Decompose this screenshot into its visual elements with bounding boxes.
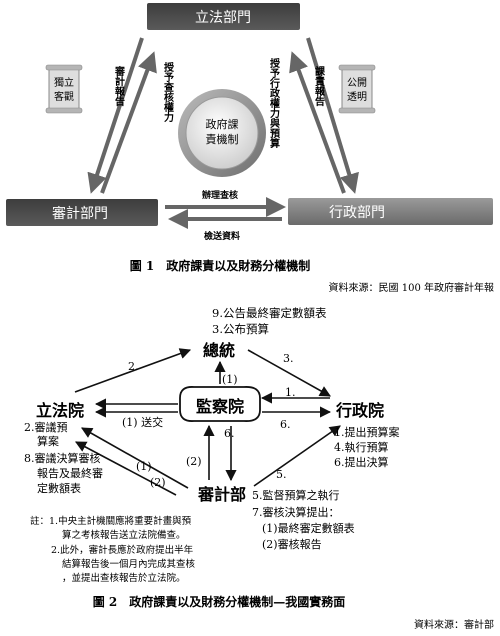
footnote-line: 結算報告後一個月內完成其查核 — [62, 558, 196, 570]
node-control-yuan: 監察院 — [196, 397, 244, 416]
note-3pub: 3.公布預算 — [212, 322, 269, 336]
leg-item: 算案 — [37, 434, 59, 448]
executive-items: 1.提出預算案 4.執行預算 6.提出決算 — [334, 425, 400, 469]
arrow-audit-report — [87, 37, 144, 194]
exec-item: 6.提出決算 — [334, 455, 389, 469]
label-audit-check: 辦理查核 — [202, 189, 238, 201]
paren-1-top: (1) — [222, 373, 238, 386]
leg-item: 定數額表 — [37, 481, 81, 495]
exec-item: 1.提出預算案 — [334, 425, 400, 439]
control-yuan-box: 監察院 — [179, 386, 261, 422]
audit-items: 5.監督預算之執行 7.審核決算提出： (1)最終審定數額表 (2)審核報告 — [252, 488, 355, 551]
audit-item: 5.監督預算之執行 — [252, 488, 340, 502]
fig1-caption: 圖 1 政府課責以及財務分權機制 — [130, 258, 311, 273]
paren-1-lower: (1) — [136, 460, 152, 473]
audit-dept-box: 審計部門 — [6, 199, 158, 226]
leg-item: 2.審議預 — [24, 420, 68, 434]
label-send-data: 檢送資料 — [204, 230, 240, 242]
node-president: 總統 — [203, 341, 235, 360]
num-3: 3. — [283, 352, 294, 365]
scroll-left-line2: 客觀 — [54, 90, 74, 103]
paren-1-send: (1) 送交 — [122, 415, 163, 429]
legislature-items: 2.審議預 算案 8.審議決算審核 報告及最終審 定數額表 — [24, 420, 103, 495]
executive-dept-box: 行政部門 — [288, 198, 493, 225]
node-audit-ministry: 審計部 — [197, 485, 246, 504]
label-authorize-audit: 授予查核權力 — [162, 61, 175, 123]
num-5: 5. — [276, 468, 287, 481]
audit-item: (2)審核報告 — [262, 537, 322, 551]
arrow-audit-to-leg-2 — [75, 441, 177, 496]
center-label-line1: 政府課 — [206, 117, 239, 131]
num-6-right: 6. — [280, 418, 291, 431]
scroll-left-line1: 獨立 — [54, 76, 74, 89]
paren-2-mid: (2) — [186, 455, 202, 468]
arrow-president-to-exec — [247, 349, 331, 397]
scroll-right-line1: 公開 — [347, 77, 367, 89]
fig1-arrows — [87, 37, 359, 229]
arrow-authorize-audit — [100, 51, 157, 194]
center-label-line2: 責機制 — [206, 132, 239, 146]
arrow-authorize-exec — [306, 37, 359, 194]
legislative-dept-box: 立法部門 — [147, 3, 300, 30]
leg-item: 8.審議決算審核 — [24, 451, 101, 465]
audit-dept-label: 審計部門 — [52, 206, 108, 222]
footnotes: 註：1.中央主計機關應將重要計畫與預 算之考核報告送立法院備查。 2.此外，審計… — [30, 515, 196, 584]
arrow-audit-to-leg-1 — [81, 427, 189, 489]
num-2: 2. — [128, 360, 139, 373]
accountability-circle: 政府課 責機制 — [178, 89, 266, 177]
scroll-left: 獨立 客觀 — [45, 64, 83, 114]
note-9: 9.公告最終審定數額表 — [212, 306, 327, 320]
leg-item: 報告及最終審 — [37, 466, 103, 480]
scroll-right-line2: 透明 — [347, 91, 367, 103]
node-executive-yuan: 行政院 — [335, 401, 384, 420]
legislative-dept-label: 立法部門 — [195, 10, 251, 26]
fig2-source: 資料來源：審計部 — [414, 618, 494, 631]
footnote-line: 註：1.中央主計機關應將重要計畫與預 — [30, 515, 192, 527]
label-account-report: 課責報告 — [313, 65, 325, 107]
arrow-account-report — [289, 51, 346, 194]
scroll-right: 公開 透明 — [338, 64, 376, 114]
footnote-line: 算之考核報告送立法院備查。 — [62, 529, 186, 541]
paren-2-lower: (2) — [150, 476, 166, 489]
fig2-arrows — [74, 348, 341, 496]
arrow-exec-to-audit — [253, 425, 341, 487]
exec-item: 4.執行預算 — [334, 440, 389, 454]
audit-item: (1)最終審定數額表 — [262, 521, 355, 535]
label-authorize-exec: 授予行政權力與預算 — [268, 57, 281, 149]
fig2-caption: 圖 2 政府課責以及財務分權機制—我國實務面 — [93, 594, 346, 609]
audit-item: 7.審核決算提出： — [252, 505, 340, 519]
footnote-line: ，並提出查核報告於立法院。 — [62, 572, 186, 584]
node-legislature: 立法院 — [36, 401, 84, 420]
num-1: 1. — [285, 386, 296, 399]
fig1-source: 資料來源：民國 100 年政府審計年報 — [329, 281, 494, 294]
num-6-mid: 6. — [224, 427, 235, 440]
arrow-leg-to-president — [74, 348, 192, 393]
footnote-line: 2.此外，審計長應於政府提出半年 — [51, 544, 194, 556]
label-audit-report: 審計報告 — [113, 65, 126, 107]
executive-dept-label: 行政部門 — [329, 205, 385, 221]
